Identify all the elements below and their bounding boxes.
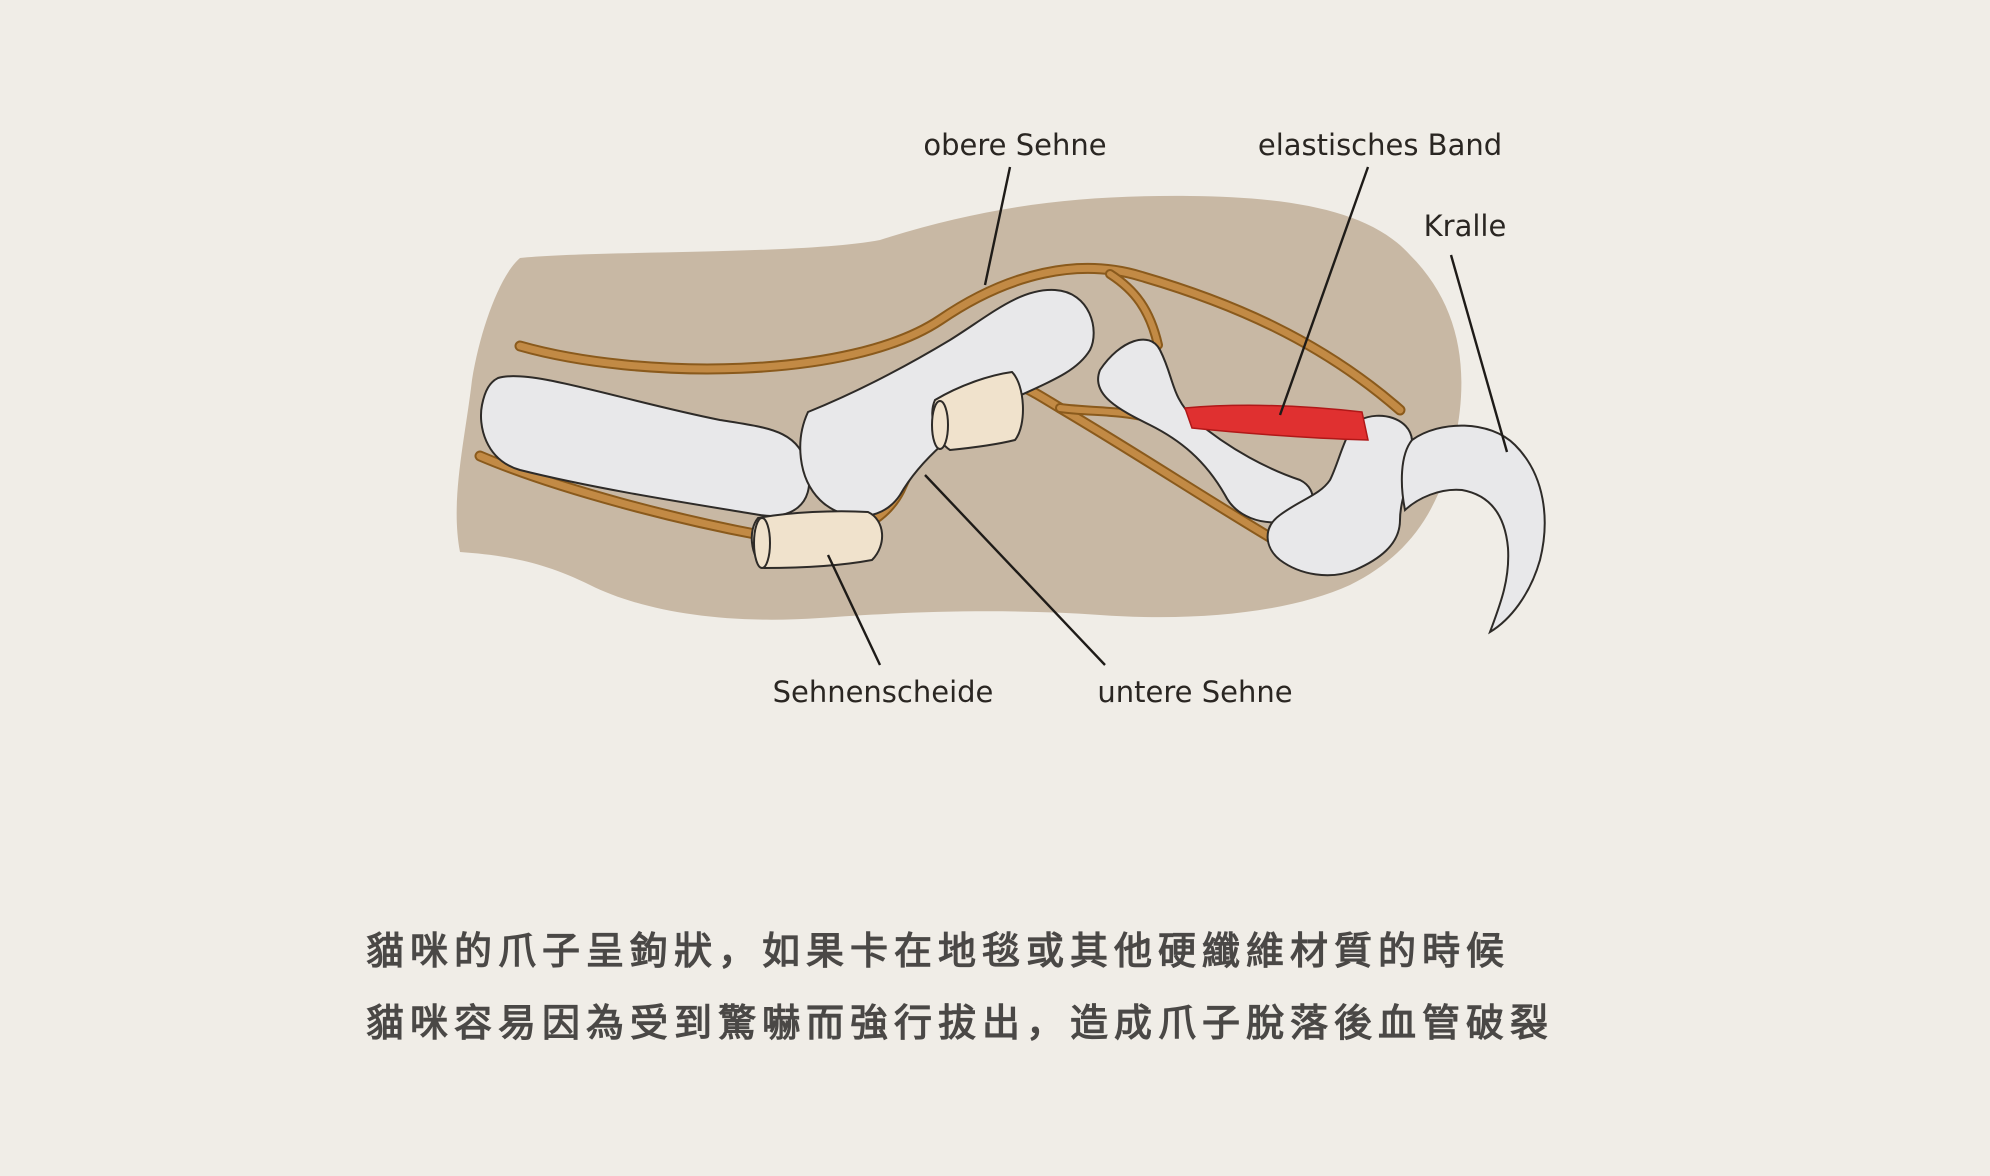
label-sehnenscheide: Sehnenscheide xyxy=(773,675,994,709)
leader-elastisches-band xyxy=(1278,166,1370,416)
label-elastisches-band: elastisches Band xyxy=(1258,128,1502,162)
label-untere-sehne: untere Sehne xyxy=(1097,675,1292,709)
label-kralle: Kralle xyxy=(1424,209,1507,243)
elastic-band xyxy=(1183,404,1369,441)
leader-obere-sehne xyxy=(983,166,1012,286)
label-obere-sehne: obere Sehne xyxy=(923,128,1106,162)
upper-tendon-branch xyxy=(1107,271,1161,348)
leader-sehnenscheide xyxy=(826,554,882,666)
caption-line-2: 貓咪容易因為受到驚嚇而強行拔出，造成爪子脫落後血管破裂 xyxy=(366,1001,1555,1045)
tendon-sheath-1-end xyxy=(753,517,771,569)
tendon-sheath-2-end xyxy=(931,400,949,450)
leader-kralle xyxy=(1449,254,1509,453)
claw xyxy=(1400,424,1546,635)
leader-untere-sehne xyxy=(924,474,1106,666)
caption-line-1: 貓咪的爪子呈鉤狀，如果卡在地毯或其他硬纖維材質的時候 xyxy=(366,929,1511,973)
upper-tendon xyxy=(516,264,1404,414)
tendon-sheath-1 xyxy=(750,510,884,570)
